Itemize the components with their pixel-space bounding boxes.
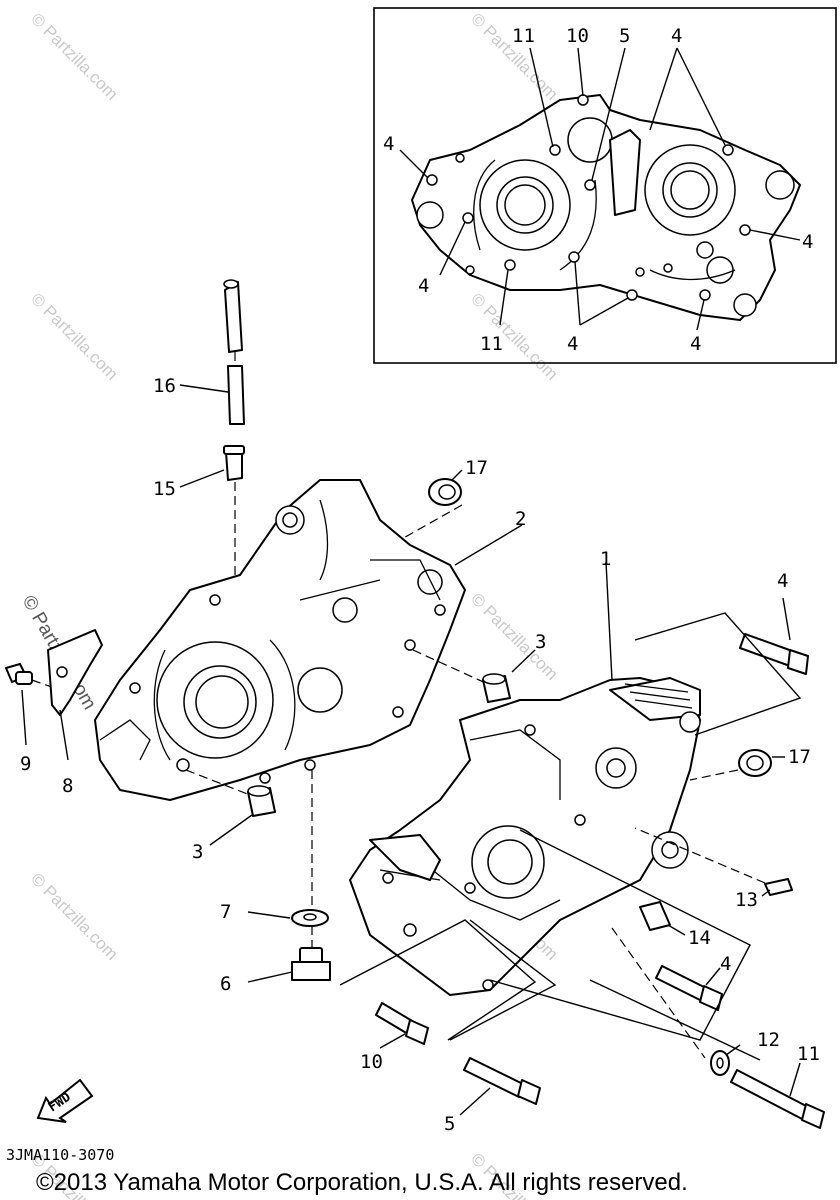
callout-3: 3 — [192, 841, 203, 863]
part-17-oil-seal-upper — [399, 469, 463, 541]
inset-leaders — [399, 47, 801, 331]
callout-14: 14 — [688, 927, 711, 949]
inset-bolt-holes — [426, 94, 751, 301]
callout-2: 2 — [515, 508, 526, 530]
callout-11: 11 — [797, 1043, 820, 1065]
part-13-stopper — [634, 827, 793, 897]
callout-15: 15 — [153, 478, 176, 500]
callout-4: 4 — [671, 25, 682, 47]
callout-1: 1 — [600, 548, 611, 570]
callout-13: 13 — [735, 889, 758, 911]
left-case-bolt-holes — [129, 594, 446, 784]
callout-3: 3 — [535, 631, 546, 653]
right-case-bolt-holes — [382, 724, 586, 991]
watermark: © Partzilla.com — [27, 289, 121, 383]
callout-4: 4 — [567, 333, 578, 355]
part-12-washer — [710, 1044, 741, 1076]
part-16-hose — [179, 279, 245, 425]
callout-5: 5 — [619, 25, 630, 47]
part-14-holder — [639, 901, 686, 936]
part-3-dowel-pin-left — [209, 785, 276, 846]
watermark: © Partzilla.com — [27, 9, 121, 103]
main-callouts: 16 15 17 2 3 3 9 8 1 4 17 13 14 4 7 6 10… — [20, 375, 820, 1135]
callout-4: 4 — [720, 953, 731, 975]
part-11-bolt — [611, 927, 825, 1129]
callout-10: 10 — [360, 1051, 383, 1073]
copyright: ©2013 Yamaha Motor Corporation, U.S.A. A… — [36, 1169, 688, 1196]
watermark: © Partzilla.com — [467, 9, 561, 103]
part-10-bolt — [339, 919, 537, 1049]
callout-4: 4 — [777, 570, 788, 592]
callout-8: 8 — [62, 775, 73, 797]
callout-12: 12 — [757, 1029, 780, 1051]
part-5-bolt — [449, 919, 761, 1116]
callout-4: 4 — [802, 231, 813, 253]
callout-6: 6 — [220, 973, 231, 995]
callout-7: 7 — [220, 901, 231, 923]
callout-11: 11 — [512, 25, 535, 47]
callout-4: 4 — [383, 133, 394, 155]
callout-17: 17 — [788, 746, 811, 768]
callout-4: 4 — [690, 333, 701, 355]
callout-17: 17 — [465, 457, 488, 479]
diagram-code: 3JMA110-3070 — [6, 1146, 114, 1164]
part-3-dowel-pin-right — [482, 649, 536, 703]
callout-11: 11 — [480, 333, 503, 355]
part-4-bolt-lower — [489, 829, 751, 1041]
inset-crankcase-view: 11 10 5 4 4 4 4 11 4 4 — [373, 7, 837, 364]
watermark: © Partzilla.com — [27, 869, 121, 963]
callout-5: 5 — [444, 1113, 455, 1135]
part-1-right-crankcase — [349, 561, 701, 996]
part-2-left-crankcase — [94, 479, 523, 801]
part-17-oil-seal-lower — [689, 749, 785, 781]
inset-callouts: 11 10 5 4 4 4 4 11 4 4 — [383, 25, 813, 355]
part-7-washer — [247, 909, 329, 948]
part-6-drain-bolt — [247, 947, 331, 983]
callout-16: 16 — [153, 375, 176, 397]
callout-10: 10 — [566, 25, 589, 47]
part-4-bolt-upper — [634, 597, 809, 736]
fwd-arrow: FWD — [36, 1078, 94, 1123]
callout-9: 9 — [20, 753, 31, 775]
part-8-guide-plate — [47, 629, 103, 761]
part-9-bolt — [5, 663, 61, 746]
callout-4: 4 — [418, 275, 429, 297]
